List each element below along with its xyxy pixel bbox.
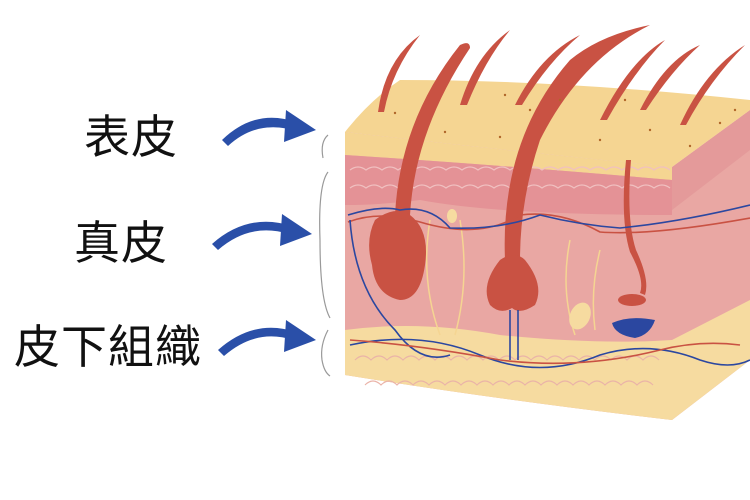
arrow-dermis-icon	[212, 214, 312, 250]
arrow-subcutaneous-icon	[218, 320, 316, 356]
arrow-epidermis-icon	[222, 110, 316, 146]
label-dermis: 真皮	[74, 216, 168, 270]
arrows	[212, 110, 316, 356]
brace-epidermis	[321, 134, 329, 159]
epidermis-layer	[345, 132, 672, 180]
label-epidermis: 表皮	[84, 110, 178, 164]
gland-icon	[612, 318, 655, 338]
subcutaneous-layer	[345, 326, 672, 420]
label-subcutaneous-tissue: 皮下組織	[14, 320, 202, 374]
braces	[319, 134, 331, 377]
hairs	[369, 25, 745, 311]
brace-subcutaneous	[321, 329, 331, 377]
basal-layer	[345, 155, 672, 215]
brace-dermis	[319, 171, 331, 319]
